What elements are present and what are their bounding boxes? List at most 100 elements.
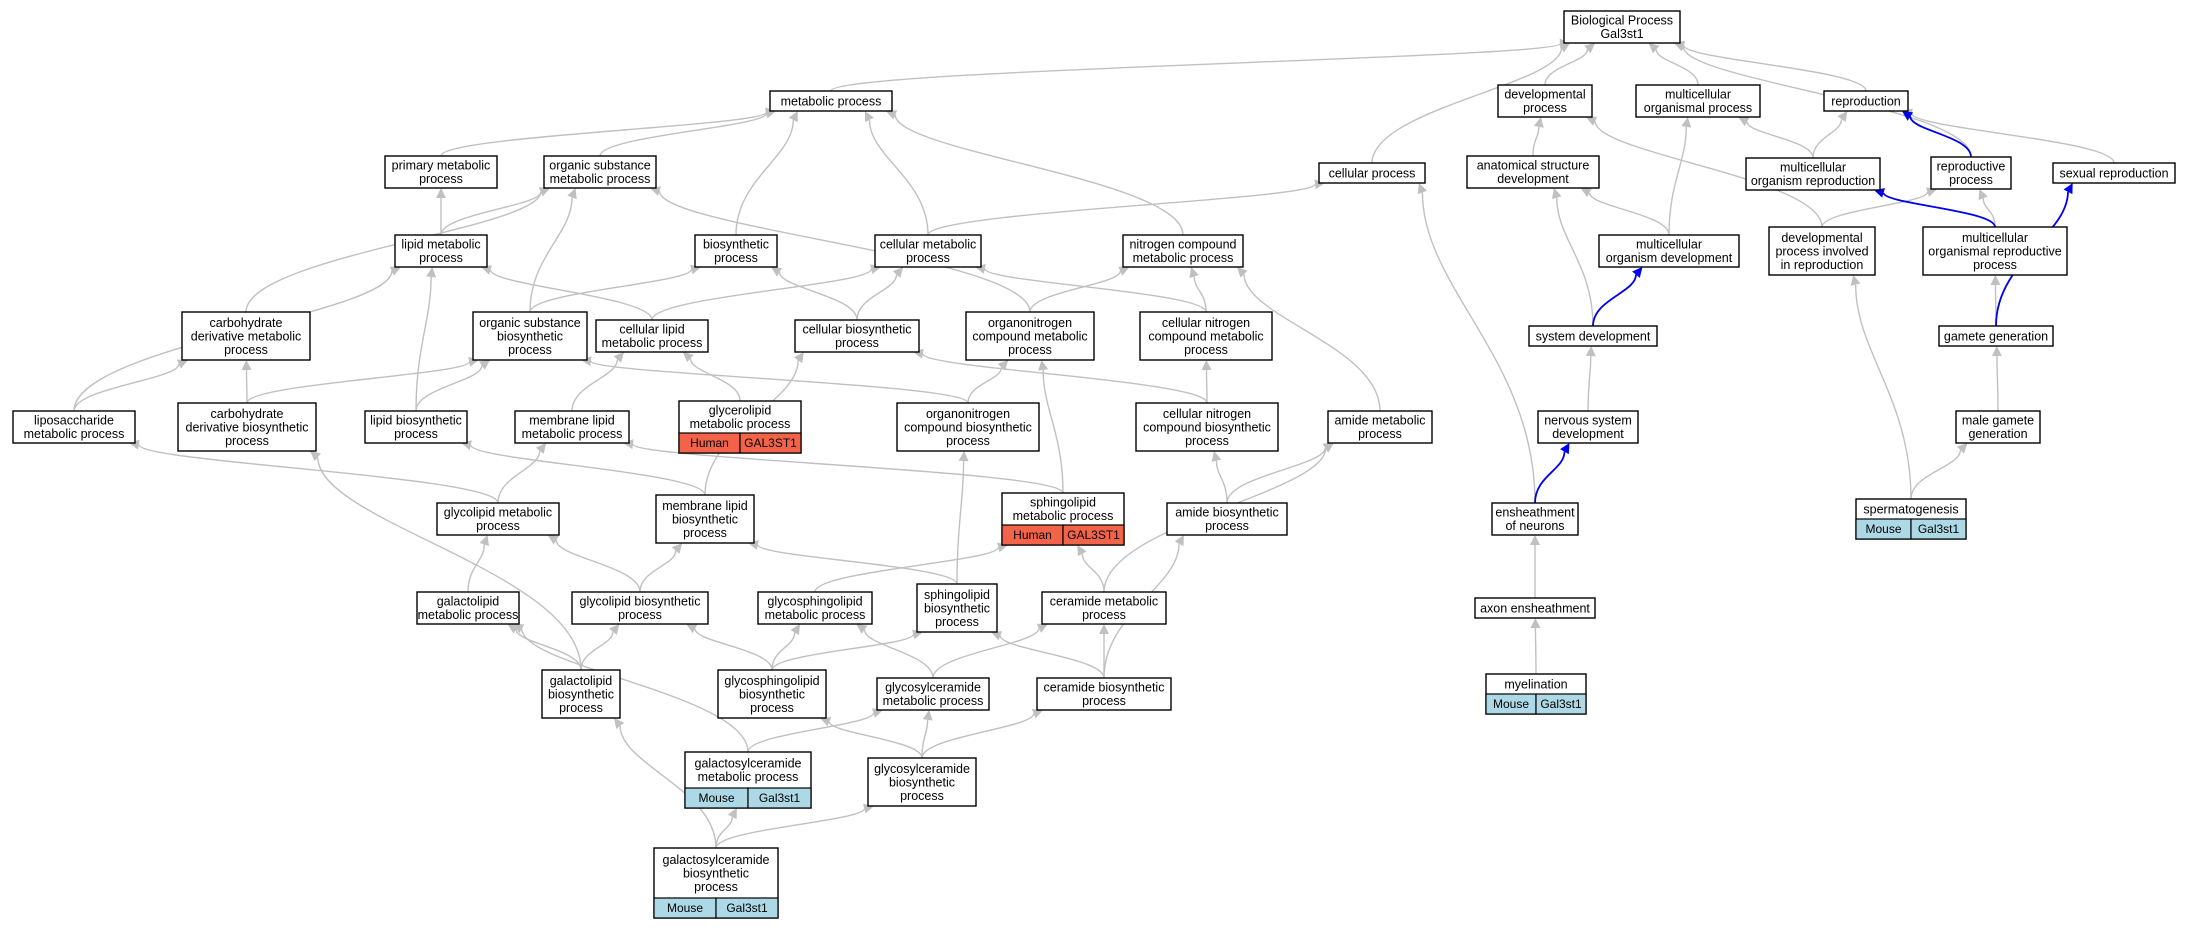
node-box xyxy=(965,311,1095,361)
edge xyxy=(1215,460,1228,504)
go-term-node[interactable]: system development xyxy=(1528,325,1658,347)
node-box xyxy=(769,90,893,112)
go-term-node[interactable]: cellular process xyxy=(1318,162,1426,184)
node-box xyxy=(541,669,621,719)
node-label: Gal3st1 xyxy=(1600,27,1643,41)
node-box xyxy=(543,155,657,189)
edge xyxy=(415,365,483,412)
node-label: metabolic process xyxy=(883,694,984,708)
arrowhead xyxy=(1036,623,1048,633)
arrowhead xyxy=(513,624,525,634)
node-box xyxy=(874,234,982,268)
node-label: cellular metabolic xyxy=(880,238,977,252)
edge xyxy=(1996,355,1999,412)
go-term-node[interactable]: axon ensheathment xyxy=(1474,597,1596,619)
arrowhead xyxy=(1322,443,1334,453)
go-term-node[interactable]: gamete generation xyxy=(1938,325,2054,347)
arrowhead xyxy=(727,808,737,820)
node-box xyxy=(181,311,311,361)
node-label: cellular lipid xyxy=(619,323,684,337)
go-term-node[interactable]: metabolic process xyxy=(769,90,893,112)
edge xyxy=(246,361,470,404)
node-label: metabolic process xyxy=(550,172,651,186)
node-box xyxy=(1635,84,1761,118)
edge xyxy=(489,269,653,321)
edge xyxy=(619,725,717,849)
arrowhead xyxy=(820,716,832,727)
node-label: process xyxy=(1949,173,1993,187)
go-term-node[interactable]: galactosylceramidebiosyntheticprocessMou… xyxy=(653,847,779,919)
node-label: compound biosynthetic xyxy=(1143,420,1271,434)
edge xyxy=(778,272,858,321)
node-label: cellular process xyxy=(1329,166,1416,180)
arrowhead xyxy=(1038,360,1049,371)
arrowhead xyxy=(538,187,550,197)
node-label: myelination xyxy=(1504,677,1567,691)
node-box xyxy=(757,591,873,625)
gene-label: Gal3st1 xyxy=(1918,522,1960,536)
go-term-node[interactable]: reproduction xyxy=(1823,90,1909,112)
go-term-node[interactable]: sexual reproduction xyxy=(2052,162,2176,184)
edge xyxy=(1532,126,1540,157)
arrowhead xyxy=(1991,346,2002,357)
arrowhead xyxy=(886,110,898,120)
node-label: biosynthetic xyxy=(683,866,749,880)
arrowhead xyxy=(1314,179,1325,190)
arrowhead xyxy=(1837,111,1848,123)
node-label: biosynthetic xyxy=(739,687,805,701)
node-label: process involved xyxy=(1775,244,1868,258)
edge xyxy=(1421,192,1536,504)
node-label: glycolipid metabolic xyxy=(444,506,552,520)
